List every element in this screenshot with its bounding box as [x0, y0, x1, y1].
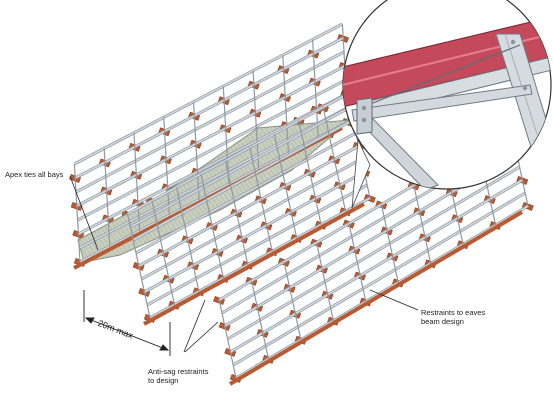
eaves-beam: [143, 202, 365, 326]
rafter-line: [73, 163, 81, 263]
rafter-line: [192, 101, 200, 200]
rafter-line: [222, 86, 230, 185]
rafter-line: [322, 107, 347, 212]
rafter-line: [283, 261, 302, 340]
rafter-line: [252, 70, 260, 169]
purlin-face: [74, 37, 344, 179]
rafter-line: [224, 160, 249, 265]
rafter-line: [273, 133, 298, 239]
eaves-beam: [228, 210, 524, 386]
antisag-label-line2: to design: [148, 376, 179, 385]
apex-label: Apex ties all bays: [5, 170, 63, 179]
purlin-face: [146, 184, 368, 306]
eaves-label-line1: Restraints to eaves: [421, 308, 486, 317]
rafter-line: [151, 200, 176, 305]
rafter-line: [413, 185, 432, 264]
purlin-face: [75, 51, 345, 193]
detail-inset: [342, 0, 552, 209]
purlin-face: [135, 132, 357, 254]
rafter-line: [127, 213, 151, 319]
purlin-face: [79, 121, 349, 263]
purlin-face: [77, 79, 346, 221]
rafter-line: [175, 187, 200, 292]
dim-line: [85, 317, 169, 351]
rafter-line: [103, 148, 111, 247]
purlin-face: [127, 93, 348, 215]
rafter-line: [315, 242, 334, 321]
purlin-face: [227, 166, 521, 340]
middle-bay: [126, 92, 371, 326]
purlin-face: [144, 171, 365, 293]
antisag-label-line1: Anti-sag restraints: [148, 367, 209, 376]
eaves-label-line2: beam design: [421, 317, 464, 326]
purlin-bays: [73, 22, 529, 386]
purlin-face: [74, 23, 343, 165]
rafter-line: [282, 55, 290, 154]
purlin-face: [76, 65, 346, 207]
rafter-line: [298, 120, 322, 225]
rafter-line: [218, 299, 237, 379]
purlin-face: [141, 158, 362, 280]
rafter-line: [163, 117, 170, 216]
apex-leader: [69, 175, 99, 251]
purlin-face: [138, 145, 360, 267]
rafter-line: [380, 204, 399, 283]
purlin-face: [229, 179, 523, 353]
leader-lines: [69, 175, 419, 353]
apex-label-text: Apex ties all bays: [5, 170, 64, 179]
purlin-face: [132, 119, 354, 241]
purlin-face: [78, 107, 348, 249]
purlin-face: [130, 106, 351, 228]
span-dimension: [83, 290, 171, 356]
eaves-leader: [369, 289, 419, 311]
dim-arrow-left: [84, 317, 95, 324]
right-bay: [218, 126, 529, 386]
antisag-leader-2: [183, 299, 206, 353]
antisag-leader: [184, 321, 219, 353]
purlin-face: [235, 205, 529, 379]
rafter-line: [200, 173, 224, 279]
rafter-line: [312, 39, 319, 138]
rafter-line: [348, 223, 367, 302]
purlin-face: [232, 192, 526, 366]
purlin-face: [149, 197, 371, 319]
rafter-line: [133, 132, 141, 231]
antisag-label: Anti-sag restraints to design: [148, 367, 208, 385]
eaves-label: Restraints to eaves beam design: [421, 308, 485, 326]
dim-arrow-right: [159, 344, 170, 351]
rafter-line: [251, 280, 270, 360]
rafter-line: [249, 147, 273, 252]
